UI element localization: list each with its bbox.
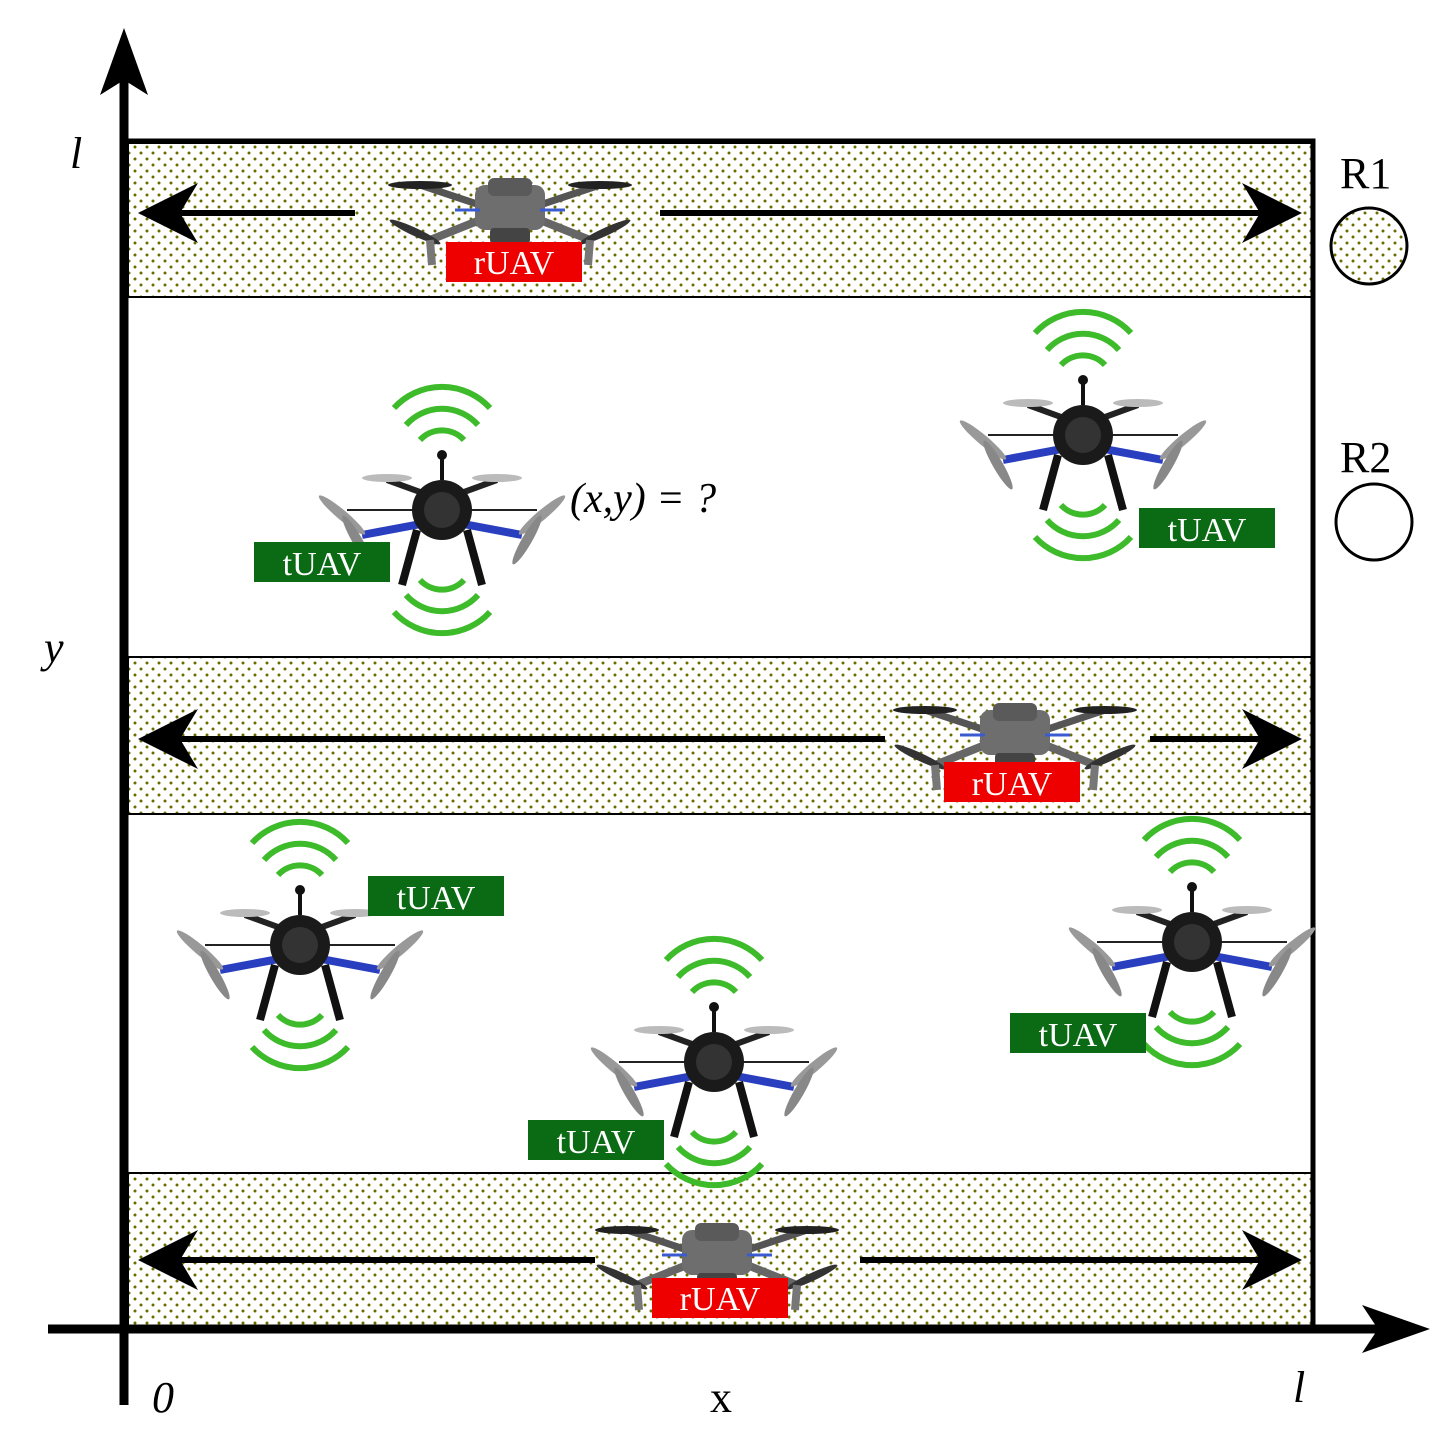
tuav-drone-icon <box>588 1002 840 1137</box>
tuav-label-upper-left: tUAV <box>283 546 362 583</box>
legend-r1-swatch <box>1329 206 1409 286</box>
ruav-label-middle: rUAV <box>972 766 1053 803</box>
legend-r2-label: R2 <box>1340 433 1391 482</box>
x-axis-arrowhead <box>1362 1305 1430 1353</box>
tuav-tag-upper-right <box>1139 508 1275 548</box>
legend-r2-swatch <box>1334 482 1414 562</box>
tuav-tag-lower-middle <box>528 1120 664 1160</box>
origin-label: 0 <box>152 1373 174 1422</box>
tuav-tag-lower-right <box>1010 1013 1146 1053</box>
y-axis-label: y <box>40 623 64 672</box>
r1-band-middle <box>127 656 1313 815</box>
ruav-tag-bottom <box>652 1278 788 1318</box>
tuav-label-lower-left: tUAV <box>397 880 476 917</box>
tuav-tag-upper-left <box>254 542 390 582</box>
legend-r1-label: R1 <box>1340 149 1391 198</box>
r1-band-top <box>127 142 1313 298</box>
tuav-label-lower-middle: tUAV <box>557 1124 636 1161</box>
tuav-drone-icon <box>957 375 1209 510</box>
ruav-tag-top <box>446 242 582 282</box>
tuav-label-upper-right: tUAV <box>1168 512 1247 549</box>
tuav-drone-icon <box>1066 882 1318 1017</box>
ruav-label-top: rUAV <box>474 245 555 282</box>
y-axis-arrowhead <box>100 28 148 95</box>
tuav-tag-lower-left <box>368 876 504 916</box>
y-axis-max-label: l <box>70 129 82 178</box>
position-query: (x,y) = ? <box>570 476 716 522</box>
tuav-lower-left <box>174 822 426 1068</box>
ruav-tag-middle <box>944 762 1080 802</box>
ruav-label-bottom: rUAV <box>680 1281 761 1318</box>
x-axis-label: x <box>710 1373 732 1422</box>
x-axis-max-label: l <box>1293 1363 1305 1412</box>
tuav-label-lower-right: tUAV <box>1039 1017 1118 1054</box>
tuav-upper-left <box>316 387 568 633</box>
